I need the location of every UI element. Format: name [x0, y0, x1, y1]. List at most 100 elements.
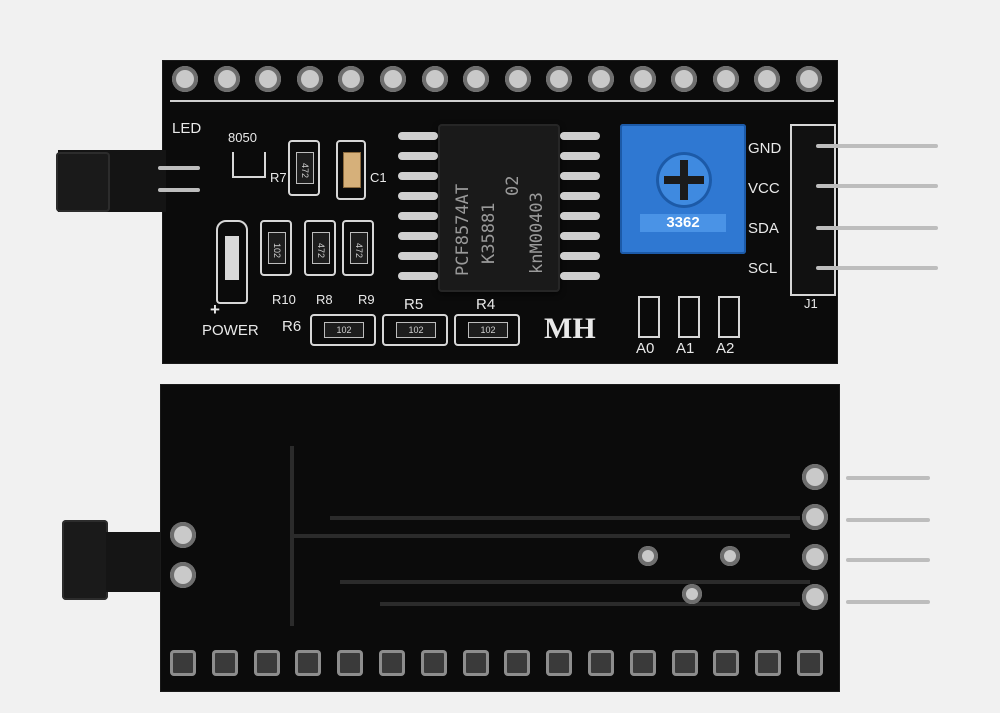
r5-code: 102 — [408, 325, 424, 335]
back-pin-3 — [846, 558, 930, 562]
chip-pin — [398, 132, 438, 140]
vcc-label: VCC — [748, 180, 780, 197]
top-header-pad — [213, 66, 240, 92]
c1-capacitor — [336, 140, 366, 200]
trace-3 — [330, 516, 800, 520]
chip-pin — [398, 252, 438, 260]
led-jumper-cap[interactable] — [56, 152, 110, 212]
j1-pin-vcc — [816, 184, 938, 188]
r10-label: R10 — [272, 292, 296, 307]
top-header-pad — [338, 66, 365, 92]
led-jumper-pin-1 — [158, 166, 200, 170]
chip-pin — [398, 232, 438, 240]
bottom-header-pad — [170, 650, 196, 676]
trace-5 — [380, 602, 800, 606]
bottom-header-pad — [379, 650, 405, 676]
address-pad-a1 — [678, 296, 700, 338]
back-jumper-cap[interactable] — [62, 520, 108, 600]
back-pot-pad-3 — [682, 584, 702, 604]
a2-label: A2 — [716, 340, 735, 357]
r8-label: R8 — [316, 292, 333, 307]
module-back-board — [62, 384, 840, 692]
top-header-pad — [629, 66, 656, 92]
chip-pin — [560, 172, 600, 180]
bottom-header-pad — [420, 650, 447, 676]
trace-4 — [340, 580, 810, 584]
power-label: POWER — [202, 322, 259, 339]
back-pin-1 — [846, 476, 930, 480]
bottom-header-pad — [462, 650, 489, 676]
a0-label: A0 — [636, 340, 655, 357]
chip-pin — [560, 272, 600, 280]
power-led — [216, 220, 248, 304]
bottom-header-pad — [629, 650, 656, 676]
j1-pin-scl — [816, 266, 938, 270]
bottom-header-pad — [755, 650, 782, 676]
chip-pin — [560, 132, 600, 140]
bottom-header-pad — [546, 650, 573, 676]
r4-resistor: 102 — [454, 314, 520, 346]
bottom-header-pad — [504, 650, 531, 676]
top-header-pad — [754, 66, 781, 92]
back-jst-pad-2 — [802, 504, 828, 530]
contrast-potentiometer[interactable]: 3362 — [620, 124, 746, 254]
chip-pin — [560, 192, 600, 200]
chip-pin — [560, 232, 600, 240]
top-header-pad — [255, 66, 282, 92]
back-pot-pad-1 — [638, 546, 658, 566]
r5-resistor: 102 — [382, 314, 448, 346]
gnd-label: GND — [748, 140, 782, 157]
r8-resistor: 472 — [304, 220, 336, 276]
back-pin-4 — [846, 600, 930, 604]
top-header-pad — [296, 66, 323, 92]
chip-line-1: PCF8574AT — [453, 183, 473, 276]
j1-pin-gnd — [816, 144, 938, 148]
bottom-header-pad — [295, 650, 322, 676]
trace-2 — [290, 534, 790, 538]
r5-label: R5 — [404, 296, 424, 313]
led-jumper-pin-2 — [158, 188, 200, 192]
j1-pin-sda — [816, 226, 938, 230]
chip-pin — [398, 152, 438, 160]
pcf8574-chip: PCF8574AT K35881 02 knM00403 — [438, 124, 560, 292]
top-header-pad — [463, 66, 490, 92]
chip-line-2: K35881 — [479, 202, 499, 264]
chip-pin — [560, 212, 600, 220]
bottom-header-pad — [211, 650, 238, 676]
r7-label: R7 — [270, 170, 287, 185]
top-header-pad — [421, 66, 448, 92]
top-header-pad — [712, 66, 739, 92]
back-jst-pad-3 — [802, 544, 828, 570]
top-header-pad — [671, 66, 698, 92]
back-jst-pad-1 — [802, 464, 828, 490]
chip-pin — [560, 152, 600, 160]
back-pad-2 — [170, 562, 196, 588]
r10-resistor: 102 — [260, 220, 292, 276]
chip-line-3: 02 — [503, 175, 523, 196]
r9-label: R9 — [358, 292, 375, 307]
r7-code: 472 — [300, 163, 310, 179]
bottom-header-pad — [337, 650, 364, 676]
back-pot-pad-2 — [720, 546, 740, 566]
module-front-board: LED 8050 R7 C1 472 + POWER 102 472 472 R… — [56, 60, 838, 364]
potentiometer-knob[interactable] — [656, 152, 712, 208]
power-plus-label: + — [210, 300, 220, 319]
scl-label: SCL — [748, 260, 778, 277]
r9-resistor: 472 — [342, 220, 374, 276]
r7-resistor: 472 — [288, 140, 320, 196]
a1-label: A1 — [676, 340, 695, 357]
back-pin-2 — [846, 518, 930, 522]
address-pad-a2 — [718, 296, 740, 338]
bottom-header-pad — [588, 650, 614, 676]
r6-resistor: 102 — [310, 314, 376, 346]
back-jumper-header — [106, 532, 160, 592]
back-pad-1 — [170, 522, 196, 548]
top-header-pad — [546, 66, 573, 92]
r4-code: 102 — [480, 325, 496, 335]
top-header-pad — [380, 66, 406, 92]
chip-pin — [398, 192, 438, 200]
c1-label: C1 — [370, 170, 387, 185]
address-pad-a0 — [638, 296, 660, 338]
mh-logo: MH — [544, 312, 596, 345]
sda-label: SDA — [748, 220, 779, 237]
